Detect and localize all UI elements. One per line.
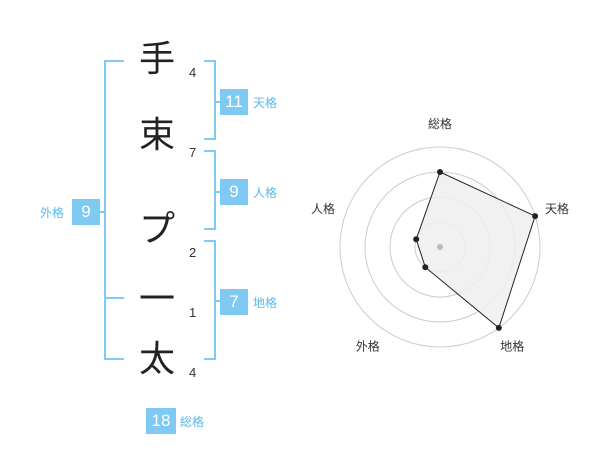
gaikaku-label: 外格 — [40, 206, 65, 220]
stroke-count-2: 7 — [189, 145, 197, 160]
jinkaku-bracket-connector — [216, 191, 220, 193]
radar-axis-label-3: 地格 — [500, 339, 524, 354]
chikaku-label: 地格 — [253, 296, 278, 310]
chikaku-bracket — [204, 240, 216, 360]
name-char-5: 太 — [138, 339, 175, 380]
radar-axis-label-5: 人格 — [311, 201, 335, 216]
chikaku-value-badge: 7 — [220, 289, 248, 315]
tenkaku-label: 天格 — [253, 96, 278, 110]
chikaku-bracket-connector — [216, 300, 220, 302]
stroke-count-1: 4 — [189, 65, 197, 80]
gaikaku-bracket-divider — [104, 297, 124, 299]
name-char-4: 一 — [138, 279, 175, 320]
tenkaku-bracket — [204, 60, 216, 140]
stroke-count-4: 1 — [189, 305, 197, 320]
radar-point-1 — [437, 169, 443, 175]
gaikaku-bracket-connector — [98, 211, 104, 213]
jinkaku-label: 人格 — [253, 186, 278, 200]
radar-axis-label-4: 外格 — [356, 339, 380, 354]
gaikaku-value-badge: 9 — [72, 199, 100, 225]
tenkaku-bracket-connector — [216, 101, 220, 103]
radar-point-4 — [422, 264, 429, 271]
soukaku-value-badge: 18 — [146, 408, 176, 434]
radar-axis-label-1: 総格 — [428, 116, 452, 131]
radar-point-2 — [532, 213, 539, 220]
tenkaku-value-badge: 11 — [220, 89, 248, 115]
radar-axis-label-2: 天格 — [545, 201, 569, 216]
radar-center-dot — [437, 244, 443, 250]
name-char-1: 手 — [138, 39, 175, 80]
radar-point-3 — [495, 324, 502, 331]
stroke-count-3: 2 — [189, 245, 197, 260]
radar-grid-ring-4 — [339, 146, 541, 348]
radar-value-polygon — [415, 171, 536, 329]
name-char-3: プ — [138, 209, 175, 250]
name-char-2: 束 — [138, 115, 175, 156]
radar-point-5 — [413, 236, 420, 243]
gaikaku-bracket — [104, 60, 124, 360]
jinkaku-value-badge: 9 — [220, 179, 248, 205]
soukaku-label: 総格 — [180, 415, 205, 429]
jinkaku-bracket — [204, 150, 216, 230]
stroke-count-5: 4 — [189, 365, 197, 380]
